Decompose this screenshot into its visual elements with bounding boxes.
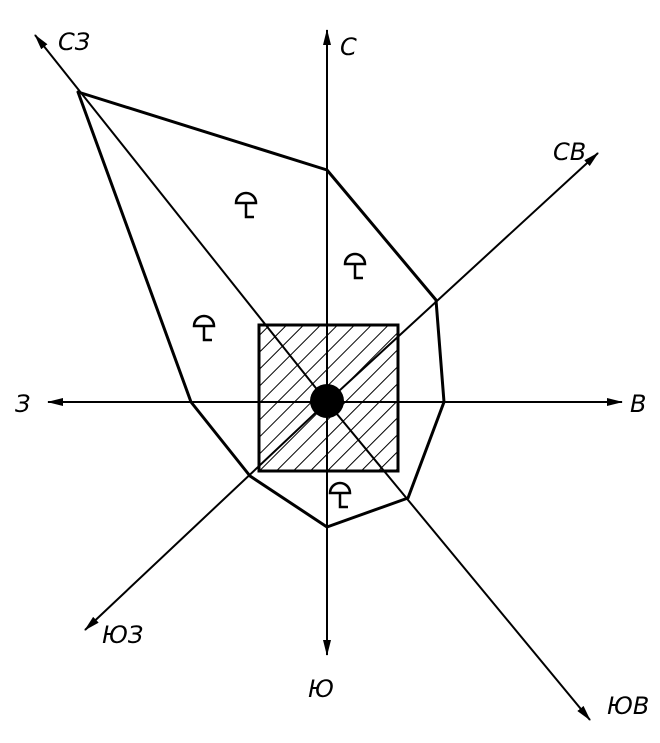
label-north: С (340, 33, 357, 61)
label-west: З (15, 390, 30, 418)
label-northwest: СЗ (58, 28, 90, 56)
label-east: В (630, 390, 646, 418)
label-southwest: ЮЗ (102, 621, 143, 649)
center-dot-icon (310, 384, 344, 418)
label-southeast: ЮВ (607, 692, 649, 720)
tree-symbol-icon (328, 481, 352, 509)
direction-labels: С СЗ СВ В З ЮЗ Ю ЮВ (15, 28, 649, 720)
label-northeast: СВ (553, 138, 586, 166)
wind-rose-outline (76, 90, 446, 529)
tree-symbol-icon (343, 252, 367, 280)
markers (192, 191, 367, 509)
tree-symbol-icon (192, 314, 216, 342)
tree-symbol-icon (234, 191, 258, 219)
label-south: Ю (308, 675, 334, 703)
